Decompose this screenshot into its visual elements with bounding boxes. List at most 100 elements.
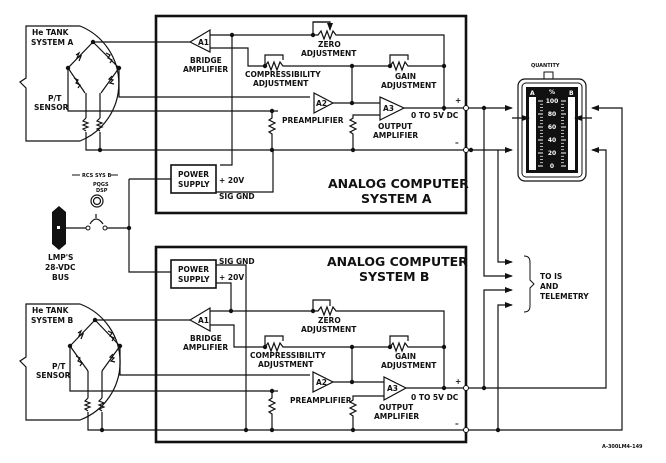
tank-b-title-2: SYSTEM B xyxy=(31,316,74,325)
bridge-amp-a-label-1: BRIDGE xyxy=(190,56,222,65)
terminal-a-minus[interactable] xyxy=(463,147,469,153)
indicator-case xyxy=(517,78,587,182)
ps-b-plus20: + 20V xyxy=(219,273,244,282)
ps-b-label-1: POWER xyxy=(178,265,209,274)
ps-a-plus20: + 20V xyxy=(219,176,244,185)
zero-adj-a-label-1: ZERO xyxy=(318,40,341,49)
amp-a1-b-label: A1 xyxy=(198,316,209,325)
scale-label: 20 xyxy=(548,150,556,157)
tank-a-bridge xyxy=(65,39,155,153)
analog-computer-b: ANALOG COMPUTER SYSTEM B POWER SUPPLY SI… xyxy=(154,245,468,444)
amp-a2-b-label: A2 xyxy=(316,378,327,387)
computer-b-title-2: SYSTEM B xyxy=(359,269,429,284)
gain-adj-a-label-2: ADJUSTMENT xyxy=(381,81,437,90)
output-range-b: 0 TO 5V DC xyxy=(411,393,459,402)
wire-bridge-right-a xyxy=(118,68,310,98)
tank-b-sensor-2: SENSOR xyxy=(36,371,71,380)
tape-a xyxy=(529,97,536,170)
wire-bridge-left-a xyxy=(67,68,278,112)
indicator-col-a: A xyxy=(530,90,535,97)
telemetry-output: TO IS AND TELEMETRY xyxy=(523,255,589,313)
preamp-a-label: PREAMPLIFIER xyxy=(282,116,344,125)
computer-b-title-1: ANALOG COMPUTER xyxy=(327,254,468,269)
ps-a-label-2: SUPPLY xyxy=(178,180,210,189)
tank-b-sensor-1: P/T xyxy=(52,362,66,371)
preamp-b-label: PREAMPLIFIER xyxy=(290,396,352,405)
gain-adj-a-label-1: GAIN xyxy=(395,72,416,81)
scale-label: 40 xyxy=(548,137,556,144)
tank-a: He TANK SYSTEM A P/T SENSOR xyxy=(19,25,155,153)
scale-label: 0 xyxy=(550,163,554,170)
zero-adj-b-label-2: ADJUSTMENT xyxy=(301,325,357,334)
bridge-amp-a-label-2: AMPLIFIER xyxy=(183,65,228,74)
amp-a1-b xyxy=(188,306,211,333)
amp-a3-b-label: A3 xyxy=(387,384,398,393)
output-amp-a-label-1: OUTPUT xyxy=(378,122,413,131)
plus-a: + xyxy=(455,96,461,105)
compress-adj-a-label-2: ADJUSTMENT xyxy=(253,79,309,88)
tank-a-title-2: SYSTEM A xyxy=(31,38,74,47)
telemetry-label-2: AND xyxy=(540,282,558,291)
gain-adj-b-label-2: ADJUSTMENT xyxy=(381,361,437,370)
bridge-amp-b-label-2: AMPLIFIER xyxy=(183,343,228,352)
zero-adj-a-label-2: ADJUSTMENT xyxy=(301,49,357,58)
gain-adj-b-label-1: GAIN xyxy=(395,352,416,361)
bus-label-1: LMP'S xyxy=(48,253,73,262)
power-feed: RCS SYS B PQGS DSP LMP'S 28-VDC BUS xyxy=(45,173,171,282)
bridge-amp-b-label-1: BRIDGE xyxy=(190,334,222,343)
ps-b-label-2: SUPPLY xyxy=(178,275,210,284)
telemetry-label-1: TO IS xyxy=(540,272,562,281)
tank-a-sensor-2: SENSOR xyxy=(34,103,69,112)
output-range-a: 0 TO 5V DC xyxy=(411,111,459,120)
tank-b: He TANK SYSTEM B P/T SENSOR xyxy=(19,303,155,433)
power-supply-b xyxy=(170,259,217,289)
compress-adj-a-label-1: COMPRESSIBILITY xyxy=(245,70,321,79)
breaker-group-label: RCS SYS B xyxy=(82,173,112,179)
wire-bridge-left-b xyxy=(69,346,278,392)
computer-a-box xyxy=(154,14,468,215)
amp-a1-a xyxy=(188,28,211,53)
minus-b: – xyxy=(455,419,459,428)
amp-a3-b xyxy=(383,376,408,402)
zero-adj-b-label-1: ZERO xyxy=(318,316,341,325)
indicator-col-b: B xyxy=(569,90,574,97)
ps-b-sig-gnd: SIG GND xyxy=(219,257,255,266)
compress-adj-b-label-2: ADJUSTMENT xyxy=(258,360,314,369)
breaker-label-1: PQGS xyxy=(93,182,109,188)
amp-a2-a-label: A2 xyxy=(316,99,327,108)
tape-b xyxy=(568,97,575,170)
output-wiring xyxy=(463,105,623,433)
tank-a-title-1: He TANK xyxy=(32,28,70,37)
ps-a-sig-gnd: SIG GND xyxy=(219,192,255,201)
telemetry-label-3: TELEMETRY xyxy=(540,292,589,301)
tank-a-sensor-1: P/T xyxy=(48,94,62,103)
tank-b-outline xyxy=(19,303,121,421)
output-amp-a-label-2: AMPLIFIER xyxy=(373,131,418,140)
indicator-title: QUANTITY xyxy=(531,63,560,69)
circuit-breaker[interactable] xyxy=(90,194,104,208)
plus-b: + xyxy=(455,377,461,386)
amp-a3-a xyxy=(379,96,406,121)
terminal-b-minus[interactable] xyxy=(463,427,469,433)
scale-label: 80 xyxy=(548,111,556,118)
compress-adj-b-label-1: COMPRESSIBILITY xyxy=(250,351,326,360)
bus-label-2: 28-VDC xyxy=(45,263,76,272)
amp-a3-a-label: A3 xyxy=(383,104,394,113)
computer-a-title-2: SYSTEM A xyxy=(361,191,432,206)
output-amp-b-label-2: AMPLIFIER xyxy=(374,412,419,421)
bus-label-3: BUS xyxy=(52,273,69,282)
scale-label: 60 xyxy=(548,124,556,131)
amp-a2-b xyxy=(312,371,335,393)
computer-a-title-1: ANALOG COMPUTER xyxy=(328,176,469,191)
terminal-b-plus[interactable] xyxy=(463,385,469,391)
ps-a-label-1: POWER xyxy=(178,170,209,179)
amp-a2-a xyxy=(313,92,335,114)
tank-b-bridge xyxy=(67,317,155,433)
minus-a: – xyxy=(455,138,459,147)
output-amp-b-label-1: OUTPUT xyxy=(379,403,414,412)
terminal-a-plus[interactable] xyxy=(463,105,469,111)
breaker-label-2: DSP xyxy=(96,188,108,194)
